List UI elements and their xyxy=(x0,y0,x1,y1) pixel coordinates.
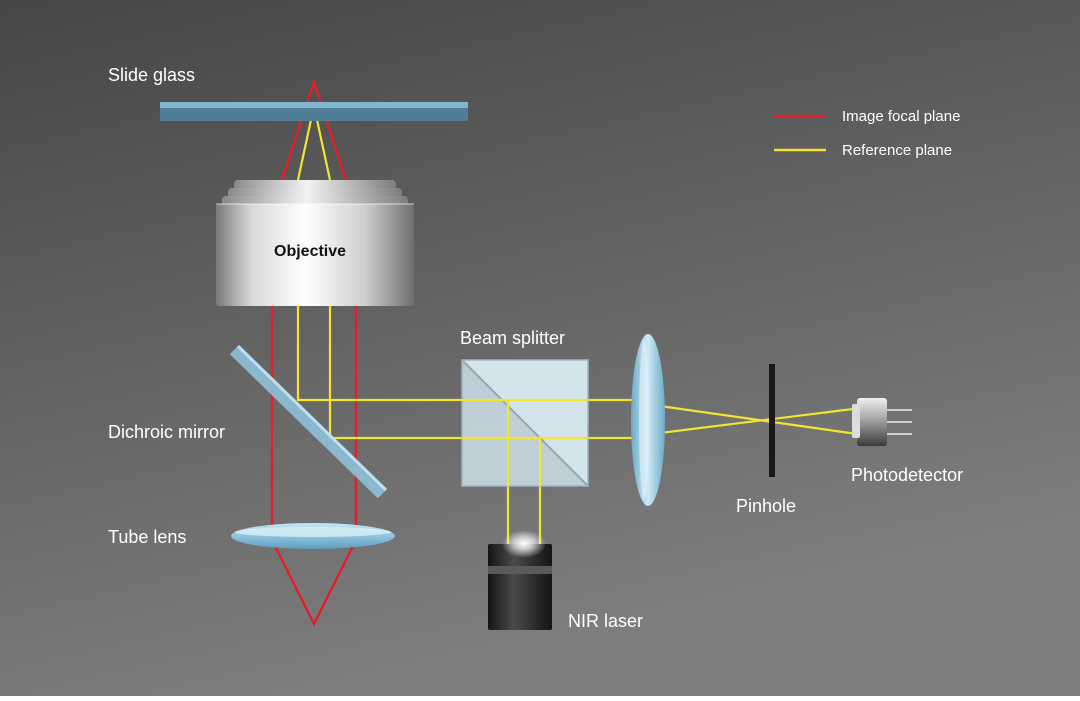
objective xyxy=(216,180,414,306)
tube-lens xyxy=(231,523,395,549)
slide-glass-label: Slide glass xyxy=(108,65,195,85)
tube-lens-label: Tube lens xyxy=(108,527,186,547)
pinhole-label: Pinhole xyxy=(736,496,796,516)
photodetector-label: Photodetector xyxy=(851,465,963,485)
legend-label: Reference plane xyxy=(842,142,952,159)
red-beam-paths xyxy=(270,77,358,627)
focusing-lens xyxy=(631,334,665,506)
legend-item-reference-plane: Reference plane xyxy=(774,142,952,159)
dichroic-mirror-label: Dichroic mirror xyxy=(108,422,225,442)
dichroic-mirror xyxy=(229,344,388,499)
yellow-beam-in-splitter xyxy=(462,398,588,486)
legend-label: Image focal plane xyxy=(842,108,960,125)
pinhole xyxy=(769,364,775,477)
beam-splitter-label: Beam splitter xyxy=(460,328,565,348)
objective-label: Objective xyxy=(274,243,346,260)
legend-item-image-focal-plane: Image focal plane xyxy=(774,108,960,125)
legend: Image focal plane Reference plane xyxy=(774,108,960,159)
nir-laser xyxy=(488,530,552,630)
slide-glass xyxy=(160,102,468,121)
nir-laser-label: NIR laser xyxy=(568,611,643,631)
beam-splitter-cube xyxy=(461,359,589,487)
photodetector xyxy=(852,398,912,446)
